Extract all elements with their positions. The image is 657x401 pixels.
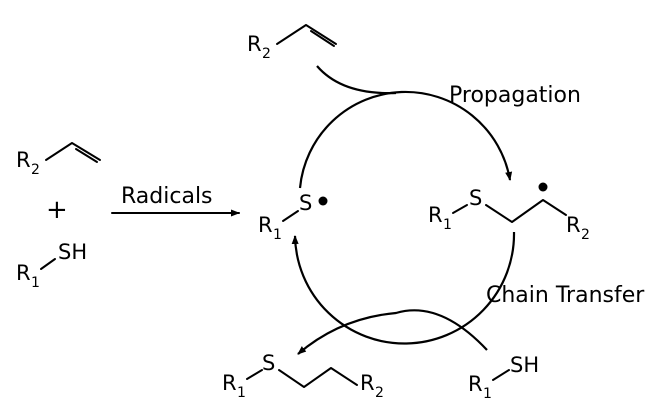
thiyl-radical-dot bbox=[318, 196, 328, 206]
chain-transfer-cycle-arc bbox=[291, 231, 516, 345]
product-r1-s-bond bbox=[246, 369, 263, 380]
top-alkene-r-label: R bbox=[247, 32, 262, 56]
thiol-sh-label: SH bbox=[58, 240, 87, 264]
thiyl-r-label: R bbox=[258, 213, 273, 237]
incoming-thiol-bond bbox=[492, 369, 510, 381]
thiol-bond bbox=[40, 258, 56, 270]
incoming-thiol-r-label: R bbox=[468, 372, 483, 396]
chain-transfer-label: Chain Transfer bbox=[486, 283, 645, 308]
incoming-thiol: R 1 SH bbox=[468, 353, 539, 401]
top-alkene-bond bbox=[276, 24, 337, 45]
thiyl-s-label: S bbox=[299, 191, 312, 215]
propagation-label: Propagation bbox=[449, 83, 581, 108]
intermediate-r2-subscript: 2 bbox=[581, 227, 590, 243]
initiation-arrow: Radicals bbox=[111, 184, 240, 217]
alkene-r-subscript: 2 bbox=[31, 162, 40, 178]
intermediate-r1-subscript: 1 bbox=[443, 217, 452, 233]
thioether-product: R 1 S R 2 bbox=[222, 351, 384, 401]
intermediate-r1-s-bond bbox=[452, 204, 468, 214]
reactant-thiol: R 1 SH bbox=[16, 240, 87, 291]
carbon-radical-dot bbox=[538, 182, 548, 192]
thiyl-r-subscript: 1 bbox=[273, 227, 282, 243]
thiyl-bond bbox=[282, 210, 299, 222]
intermediate-r1-label: R bbox=[428, 203, 443, 227]
product-r1-subscript: 1 bbox=[237, 385, 246, 401]
incoming-thiol-r-subscript: 1 bbox=[483, 386, 492, 401]
intermediate-r2-label: R bbox=[566, 213, 581, 237]
intermediate-chain-bonds bbox=[485, 199, 567, 223]
top-alkene: R 2 bbox=[247, 24, 337, 62]
thiol-exchange-arc bbox=[297, 309, 488, 355]
plus-sign: + bbox=[46, 195, 68, 225]
intermediate-s-label: S bbox=[469, 186, 482, 210]
reactant-alkene: R 2 bbox=[16, 142, 101, 178]
top-alkene-r-subscript: 2 bbox=[262, 46, 271, 62]
carbon-radical-intermediate: R 1 S R 2 bbox=[428, 182, 590, 243]
product-r2-subscript: 2 bbox=[375, 385, 384, 401]
propagation-cycle-arc bbox=[298, 90, 513, 189]
alkene-addition-arc bbox=[316, 65, 397, 95]
thiol-r-label: R bbox=[16, 261, 31, 285]
radicals-label: Radicals bbox=[121, 184, 213, 209]
catalytic-cycle: Propagation Chain Transfer bbox=[291, 65, 645, 355]
incoming-thiol-sh-label: SH bbox=[510, 353, 539, 377]
alkene-r-label: R bbox=[16, 148, 31, 172]
product-r2-label: R bbox=[360, 371, 375, 395]
alkene-bond bbox=[45, 142, 101, 161]
thiol-r-subscript: 1 bbox=[31, 275, 40, 291]
product-chain-bonds bbox=[278, 367, 358, 388]
product-s-label: S bbox=[262, 351, 275, 375]
product-r1-label: R bbox=[222, 371, 237, 395]
thiyl-radical: R 1 S bbox=[258, 191, 328, 243]
alkene-double-bond bbox=[75, 148, 98, 163]
top-alkene-double-bond bbox=[310, 30, 335, 47]
